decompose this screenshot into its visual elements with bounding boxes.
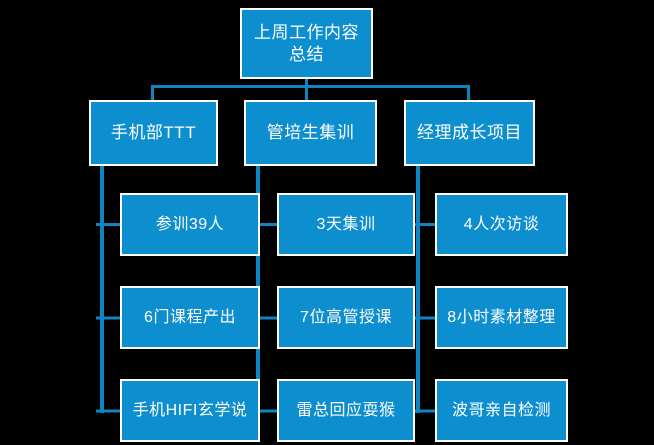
node-child-2-2-label: 7位高管授课 <box>300 308 392 326</box>
node-branch-2-label: 管培生集训 <box>266 123 355 143</box>
node-child-3-3: 波哥亲自检测 <box>435 379 568 442</box>
node-child-2-2: 7位高管授课 <box>277 286 415 349</box>
node-child-3-1: 4人次访谈 <box>435 193 568 256</box>
node-child-1-2-label: 6门课程产出 <box>144 308 236 326</box>
node-child-1-3-label: 手机HIFI玄学说 <box>132 401 248 419</box>
node-root: 上周工作内容 总结 <box>240 8 373 79</box>
node-branch-3-label: 经理成长项目 <box>417 123 522 143</box>
node-child-2-3-label: 雷总回应耍猴 <box>296 401 396 419</box>
node-branch-2: 管培生集训 <box>244 100 377 166</box>
node-branch-1: 手机部TTT <box>89 100 218 166</box>
node-child-2-1: 3天集训 <box>277 193 415 256</box>
node-child-1-3: 手机HIFI玄学说 <box>120 379 260 442</box>
node-branch-1-label: 手机部TTT <box>110 123 197 143</box>
node-child-3-3-label: 波哥亲自检测 <box>451 401 551 419</box>
node-child-1-2: 6门课程产出 <box>120 286 260 349</box>
node-child-2-1-label: 3天集训 <box>316 215 376 233</box>
node-root-label-line1: 上周工作内容 <box>254 23 359 43</box>
node-child-3-1-label: 4人次访谈 <box>463 215 540 233</box>
node-child-3-2-label: 8小时素材整理 <box>447 308 556 326</box>
node-child-1-1-label: 参训39人 <box>155 215 225 233</box>
node-child-3-2: 8小时素材整理 <box>435 286 568 349</box>
node-branch-3: 经理成长项目 <box>404 100 535 166</box>
node-root-label-line2: 总结 <box>289 44 324 64</box>
node-child-1-1: 参训39人 <box>120 193 260 256</box>
node-child-2-3: 雷总回应耍猴 <box>277 379 415 442</box>
